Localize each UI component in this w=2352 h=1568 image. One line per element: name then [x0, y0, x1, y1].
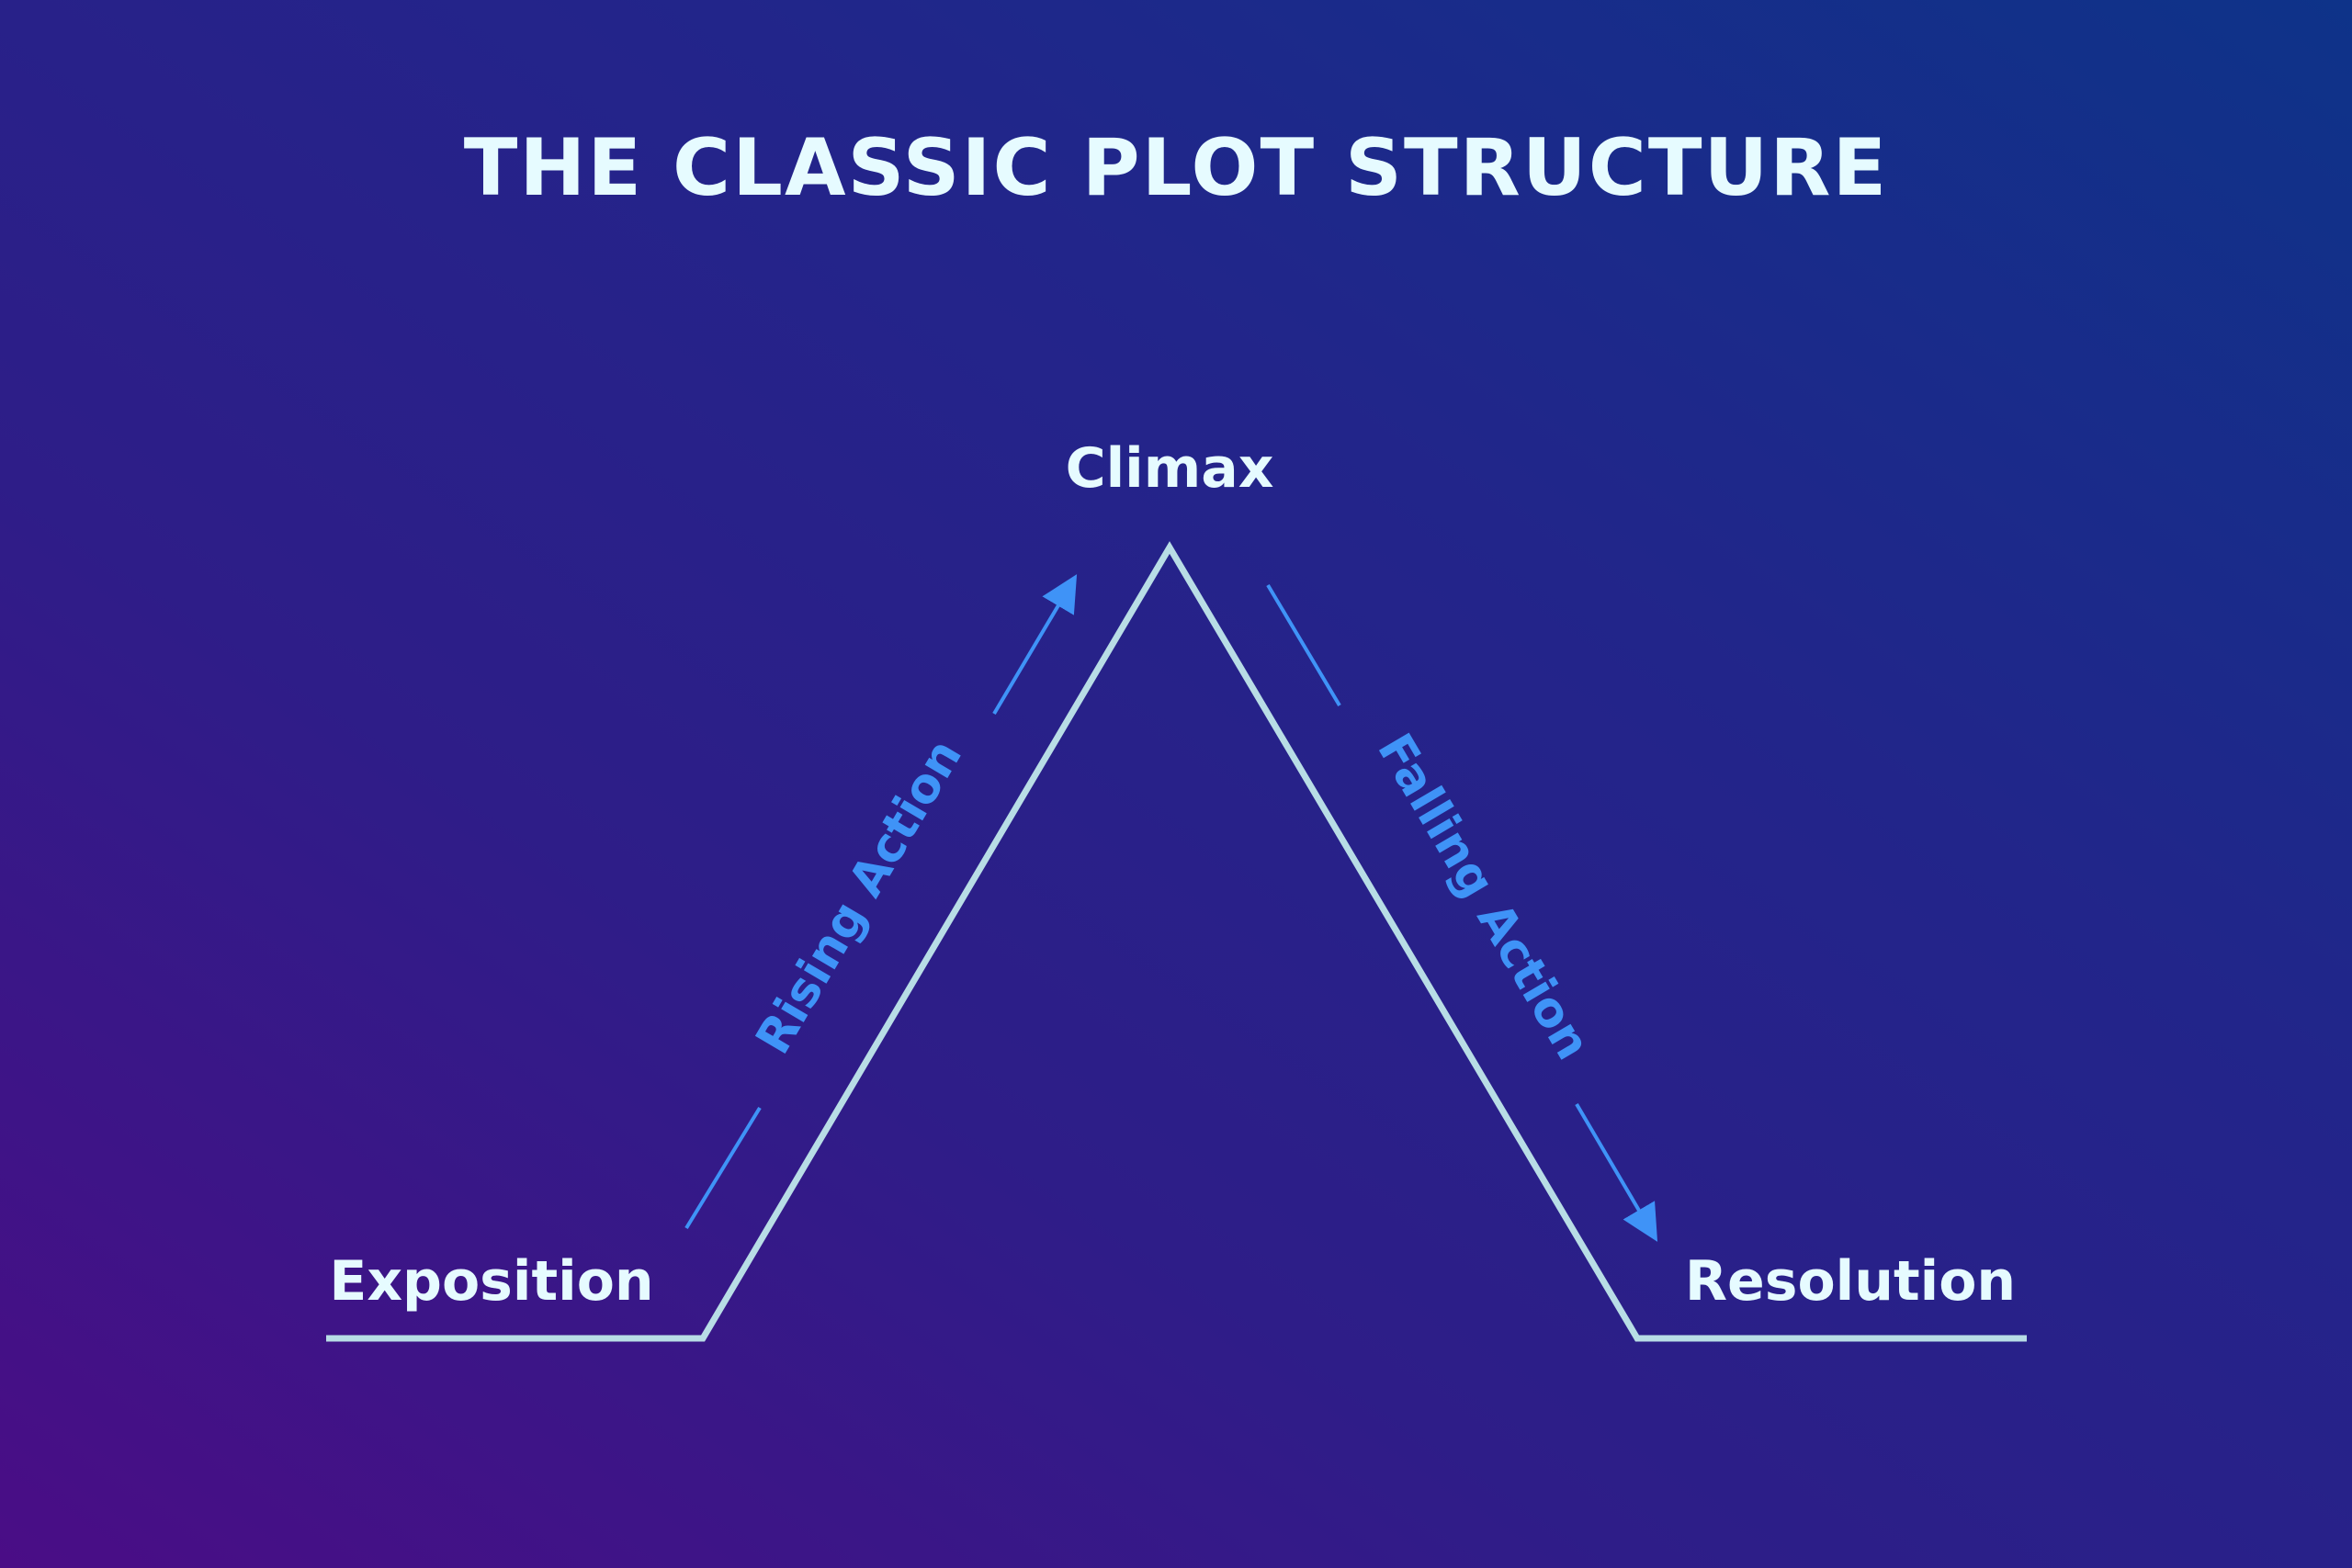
- rising-arrow-head-icon: [992, 574, 1078, 716]
- falling-arrow-tail: [1266, 583, 1341, 707]
- climax-label: Climax: [1066, 436, 1274, 501]
- diagram-title: THE CLASSIC PLOT STRUCTURE: [464, 122, 1889, 214]
- rising-arrow-tail: [684, 1106, 762, 1230]
- plot-line: [326, 541, 2027, 1342]
- resolution-label: Resolution: [1685, 1249, 2016, 1314]
- exposition-label: Exposition: [329, 1249, 653, 1314]
- falling-action-label: Falling Action: [1366, 725, 1600, 1069]
- rising-action-label: Rising Action: [746, 730, 973, 1064]
- falling-arrow-head-icon: [1575, 1102, 1658, 1242]
